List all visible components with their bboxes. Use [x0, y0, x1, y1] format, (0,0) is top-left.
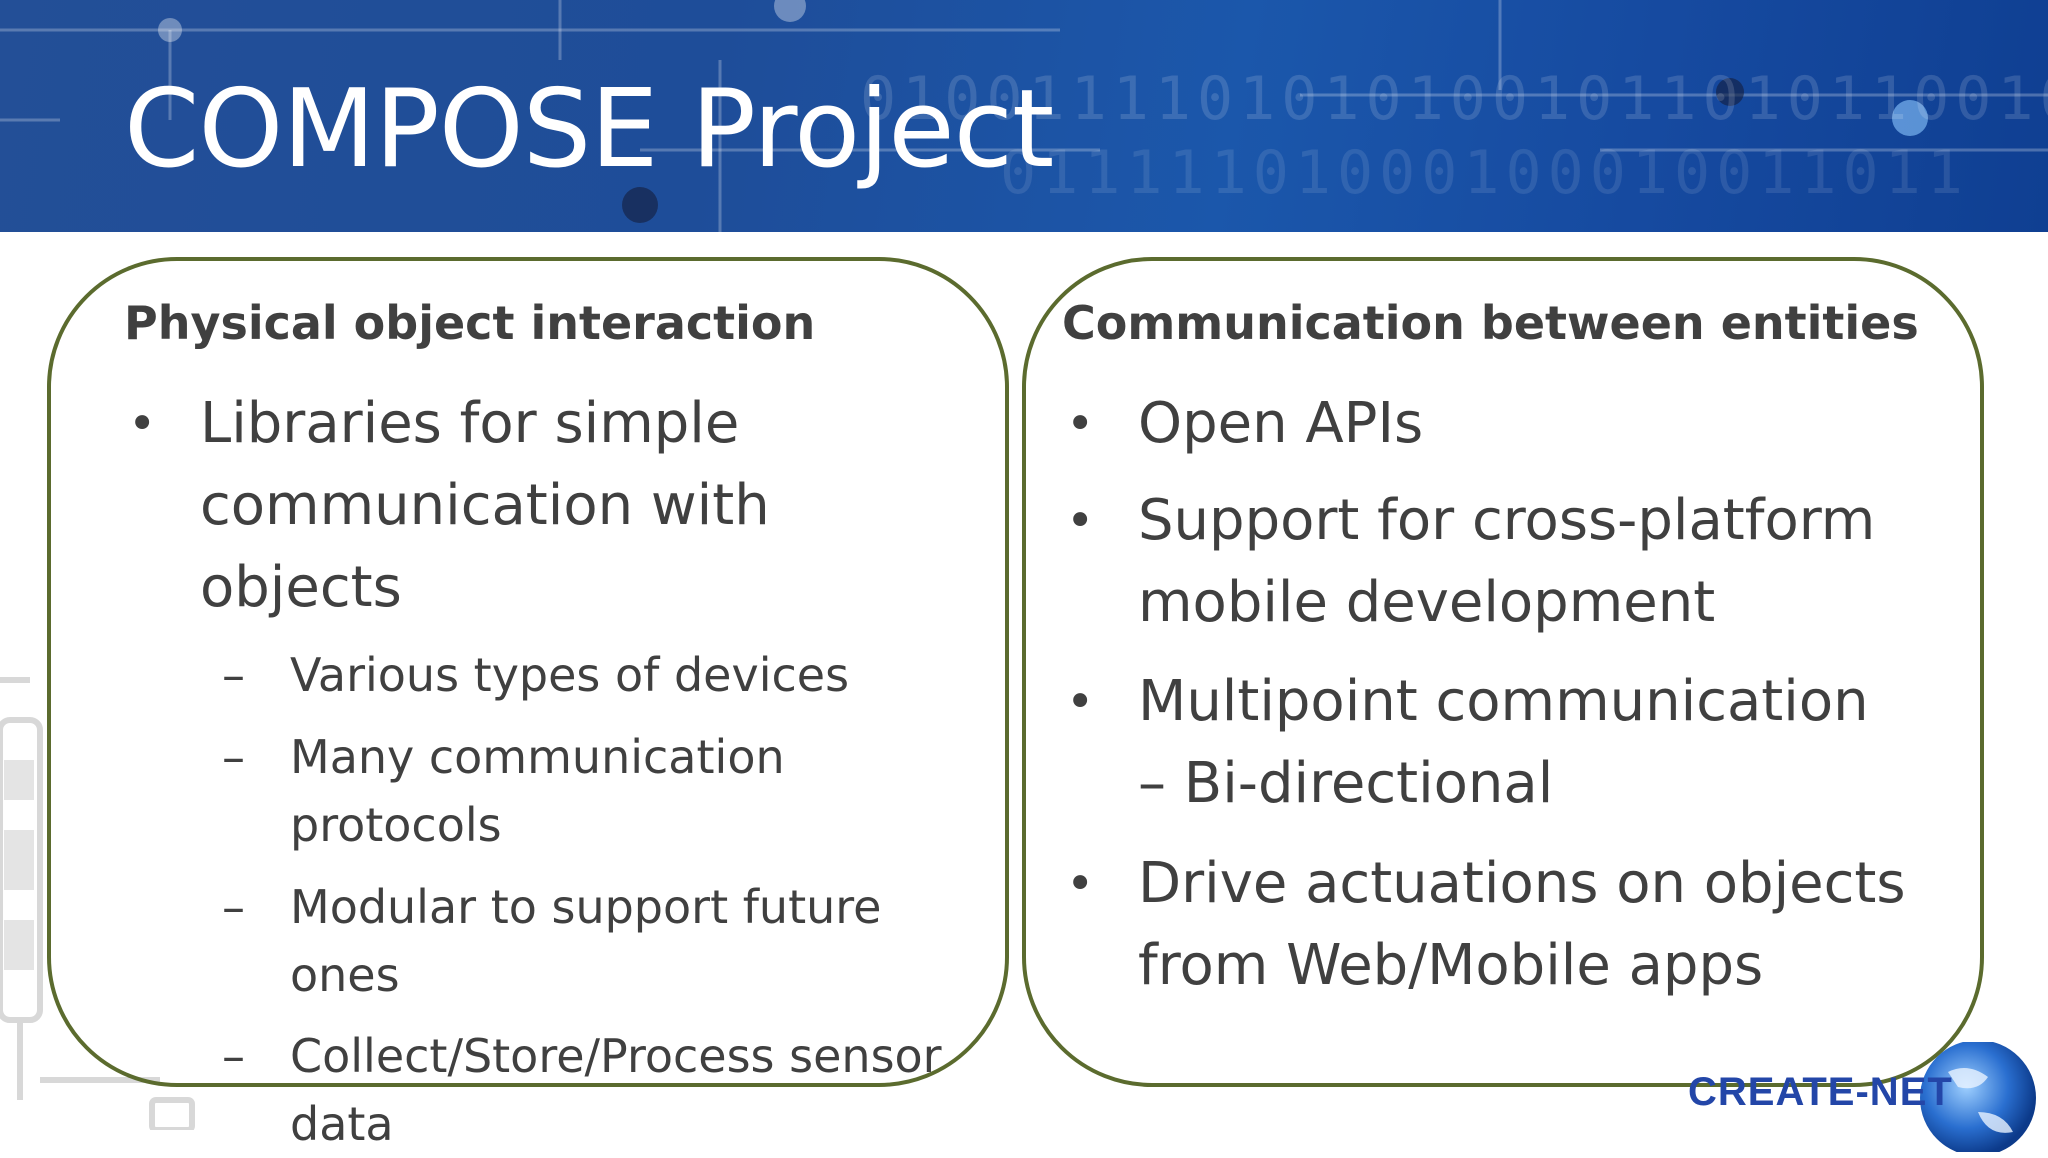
dash-icon: –	[222, 730, 245, 784]
circuit-pattern	[0, 0, 2048, 232]
bullet-icon: •	[1066, 856, 1095, 912]
left-bullet-libraries: • Libraries for simple communication wit…	[128, 383, 770, 629]
right-bullet-open-apis: • Open APIs	[1066, 383, 1423, 465]
left-sub-bullet-sensor-data: – Collect/Store/Process sensor data	[222, 1022, 942, 1158]
title-banner: 0100111101010100101101011001000 01111101…	[0, 0, 2048, 232]
right-panel-heading: Communication between entities	[1062, 296, 1919, 350]
left-sub-bullet-modular: – Modular to support future ones	[222, 873, 881, 1009]
left-panel-heading: Physical object interaction	[124, 296, 816, 350]
bullet-icon: •	[128, 396, 157, 452]
physical-object-interaction-panel	[47, 257, 1009, 1087]
bullet-icon: •	[1066, 493, 1095, 549]
logo-text: CREATE-NET	[1688, 1070, 1953, 1114]
right-bullet-multipoint: • Multipoint communication – Bi-directio…	[1066, 661, 1869, 825]
left-sub-bullet-protocols: – Many communication protocols	[222, 723, 785, 859]
communication-between-entities-panel	[1022, 257, 1984, 1087]
left-sub-bullet-devices: – Various types of devices	[222, 641, 849, 709]
bullet-icon: •	[1066, 674, 1095, 730]
globe-icon	[1920, 1040, 2036, 1156]
right-bullet-cross-platform: • Support for cross-platform mobile deve…	[1066, 480, 1875, 644]
dash-icon: –	[222, 648, 245, 702]
dash-icon: –	[222, 880, 245, 934]
bullet-icon: •	[1066, 396, 1095, 452]
create-net-logo: CREATE-NET	[1678, 1040, 2048, 1156]
slide-title: COMPOSE Project	[124, 67, 1054, 192]
dash-icon: –	[222, 1029, 245, 1083]
circuit-decoration	[0, 677, 195, 1130]
right-bullet-actuations: • Drive actuations on objects from Web/M…	[1066, 843, 1906, 1007]
